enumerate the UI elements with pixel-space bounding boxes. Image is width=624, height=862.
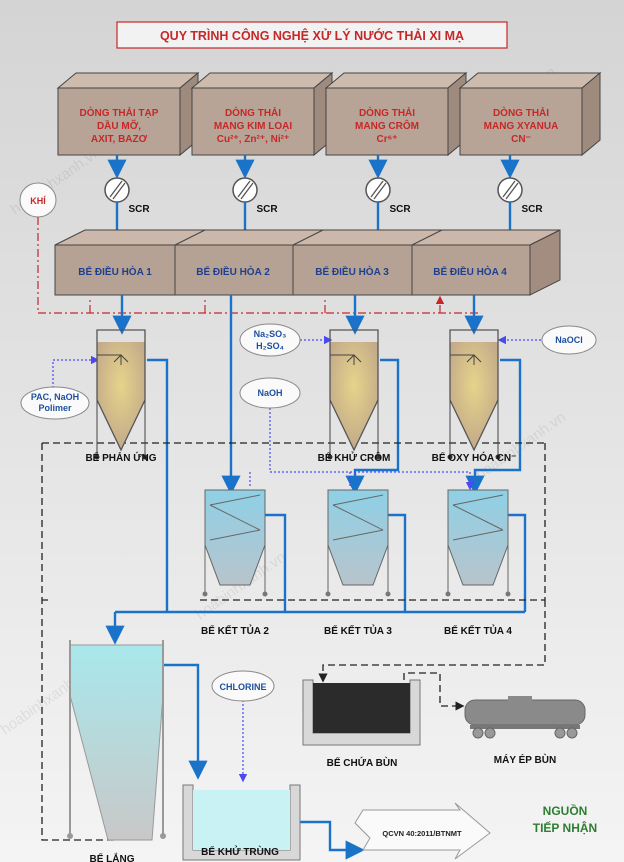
sludge-tank: BỂ CHỨA BÙN xyxy=(302,679,421,769)
label: DÒNG THẢI xyxy=(493,106,549,119)
label: CN⁻ xyxy=(511,134,531,145)
label: MANG KIM LOẠI xyxy=(214,121,293,132)
label: H₂SO₄ xyxy=(256,341,284,351)
reactor-tank-1: BỂ PHẢN ỨNG xyxy=(85,329,157,464)
equalization-tank-4: BỂ ĐIỀU HÒA 4 xyxy=(433,265,507,278)
label: CHLORINE xyxy=(220,682,267,692)
air-label: KHÍ xyxy=(30,196,46,206)
standard-label: QCVN 40:2011/BTNMT xyxy=(382,829,462,838)
label: SCR xyxy=(256,204,278,215)
label: DÒNG THẢI xyxy=(359,106,415,119)
source-stream-4: DÒNG THẢI MANG XYANUA CN⁻ SCR xyxy=(458,71,602,249)
screen-icon xyxy=(365,177,391,203)
label: PAC, NaOH xyxy=(31,392,79,402)
label: BỂ KHỬ CRÔM xyxy=(318,451,391,464)
label: DÒNG THẢI TẠP xyxy=(80,106,159,119)
air-line: KHÍ xyxy=(19,182,480,314)
chemicals: PAC, NaOH Polimer Na₂SO₃ H₂SO₄ NaOH NaOC… xyxy=(20,323,597,702)
discharge-arrow: QCVN 40:2011/BTNMT NGUỒN TIẾP NHẬN xyxy=(354,802,597,860)
precipitation-tank-2: BỂ KẾT TỦA 3 xyxy=(324,489,392,637)
label: BỂ CHỨA BÙN xyxy=(327,756,398,769)
equalization-tanks: BỂ ĐIỀU HÒA 1 BỂ ĐIỀU HÒA 2 BỂ ĐIỀU HÒA … xyxy=(54,229,561,296)
label: BỂ KHỬ TRÙNG xyxy=(201,845,279,858)
receiver-label: NGUỒN xyxy=(543,803,588,818)
equalization-tank-2: BỂ ĐIỀU HÒA 2 xyxy=(196,265,270,278)
label: NaOH xyxy=(257,388,282,398)
flow-lines xyxy=(105,295,527,860)
label: BỂ PHẢN ỨNG xyxy=(85,451,156,464)
label: BỂ OXY HÓA CN⁻ xyxy=(432,451,517,464)
label: NaOCl xyxy=(555,335,583,345)
precipitation-tank-3: BỂ KẾT TỦA 4 xyxy=(444,489,512,637)
label: BỂ KẾT TỦA 2 xyxy=(201,624,269,637)
label: MANG CRÔM xyxy=(355,119,419,132)
equalization-tank-1: BỂ ĐIỀU HÒA 1 xyxy=(78,265,152,278)
settling-tank: BỂ LẮNG xyxy=(67,640,166,862)
label: TIẾP NHẬN xyxy=(533,820,597,835)
page-title: QUY TRÌNH CÔNG NGHỆ XỬ LÝ NƯỚC THẢI XI M… xyxy=(160,28,464,43)
source-stream-2: DÒNG THẢI MANG KIM LOẠI Cu²⁺, Zn²⁺, Ni²⁺ SC… xyxy=(190,71,334,249)
screen-icon xyxy=(104,177,130,203)
label: SCR xyxy=(389,204,411,215)
reactor-tank-3: BỂ OXY HÓA CN⁻ xyxy=(432,329,517,464)
precipitation-tank-1: BỂ KẾT TỦA 2 xyxy=(201,489,269,637)
label: DÒNG THẢI xyxy=(225,106,281,119)
equalization-tank-3: BỂ ĐIỀU HÒA 3 xyxy=(315,265,389,278)
label: Cr⁶⁺ xyxy=(377,134,398,145)
label: BỂ KẾT TỦA 3 xyxy=(324,624,392,637)
dosing-lines xyxy=(52,335,545,783)
disinfection-tank: BỂ KHỬ TRÙNG xyxy=(182,784,301,861)
filter-press: MÁY ÉP BÙN xyxy=(464,696,586,766)
label: Polimer xyxy=(38,403,72,413)
screen-icon xyxy=(232,177,258,203)
screen-icon xyxy=(497,177,523,203)
title-box: QUY TRÌNH CÔNG NGHỆ XỬ LÝ NƯỚC THẢI XI M… xyxy=(116,21,508,49)
label: Na₂SO₃ xyxy=(254,329,287,339)
label: AXIT, BAZƠ xyxy=(91,134,148,145)
label: MÁY ÉP BÙN xyxy=(494,753,556,766)
label: DẦU MỠ, xyxy=(97,119,141,132)
label: Cu²⁺, Zn²⁺, Ni²⁺ xyxy=(217,134,290,145)
label: SCR xyxy=(521,204,543,215)
label: BỂ LẮNG xyxy=(90,852,135,862)
label: BỂ KẾT TỦA 4 xyxy=(444,624,512,637)
label: MANG XYANUA xyxy=(484,121,559,132)
label: SCR xyxy=(128,204,150,215)
reactor-tank-2: BỂ KHỬ CRÔM xyxy=(318,329,391,464)
sludge-lines xyxy=(41,430,546,841)
